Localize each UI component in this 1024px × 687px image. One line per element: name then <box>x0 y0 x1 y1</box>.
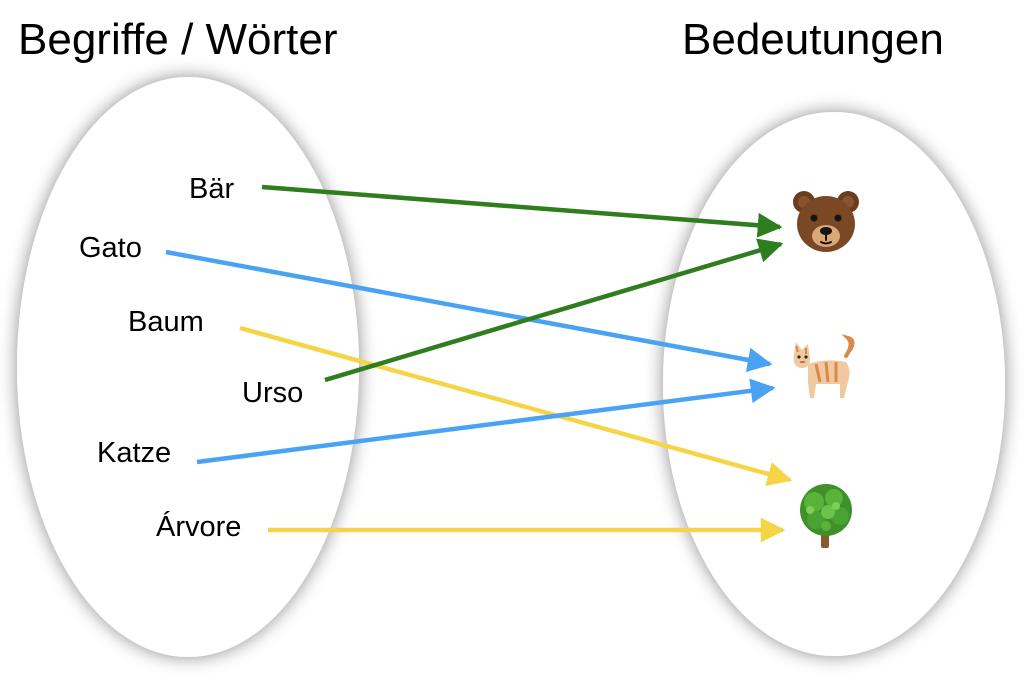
arrow-baum-to-tree <box>239 325 793 486</box>
word-baum: Baum <box>128 306 204 338</box>
word-arvore: Árvore <box>156 511 242 543</box>
word-gato: Gato <box>79 232 142 264</box>
arrow-baer-to-bear <box>261 184 783 238</box>
tree-icon <box>790 480 862 552</box>
words-set-ellipse <box>17 77 359 657</box>
word-urso: Urso <box>242 377 304 409</box>
arrow-gato-to-cat <box>165 249 773 373</box>
word-baer: Bär <box>189 173 235 205</box>
meanings-heading: Bedeutungen <box>682 15 944 64</box>
words-heading: Begriffe / Wörter <box>18 15 338 64</box>
bear-icon <box>790 186 862 258</box>
arrow-urso-to-bear <box>324 238 784 383</box>
word-katze: Katze <box>97 437 172 469</box>
arrow-katze-to-cat <box>196 378 776 465</box>
cat-icon <box>786 334 858 406</box>
